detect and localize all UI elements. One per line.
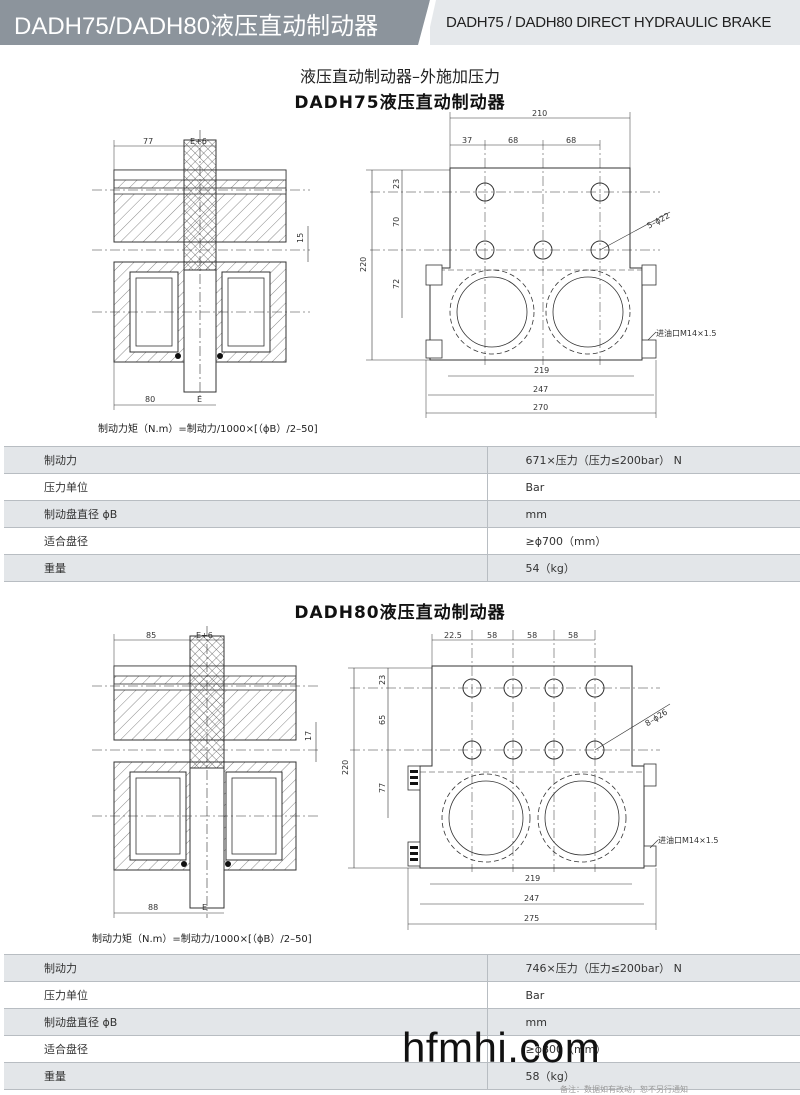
section2-title: DADH80液压直动制动器	[294, 603, 506, 623]
dim-base-c: 270	[533, 403, 548, 412]
section2-torque-formula: 制动力矩（N.m）=制动力/1000×[（ϕB）/2–50]	[92, 934, 312, 945]
dim-gap-bottom: E	[197, 395, 202, 404]
table-row: 制动盘直径 ϕB mm	[4, 500, 800, 528]
page-header: DADH75/DADH80液压直动制动器 DADH75 / DADH80 DIR…	[0, 0, 800, 45]
table-row: 适合盘径 ≥ϕ700（mm）	[4, 527, 800, 555]
table-row: 重量 54（kg）	[4, 554, 800, 582]
dim-row-b: 65	[378, 715, 387, 725]
dim-col-b: 68	[508, 136, 518, 145]
dim-pad-width: 80	[145, 395, 155, 404]
inlet-callout: 进油口M14×1.5	[656, 328, 717, 338]
header-title-en: DADH75 / DADH80 DIRECT HYDRAULIC BRAKE	[446, 14, 772, 31]
dim-base-b: 247	[533, 385, 548, 394]
dim-col-d: 58	[568, 631, 578, 640]
dim-col-c: 68	[566, 136, 576, 145]
dim-gap-bottom: E	[202, 903, 207, 912]
dim-top-width: 77	[143, 137, 153, 146]
spec-label: 制动力	[4, 954, 488, 982]
section2-spec-table: 制动力 746×压力（压力≤200bar） N 压力单位 Bar 制动盘直径 ϕ…	[4, 954, 800, 1090]
dim-gap-top: E+6	[190, 137, 207, 146]
header-title-band: DADH75/DADH80液压直动制动器	[0, 0, 430, 45]
dim-base-a: 219	[525, 874, 540, 883]
dim-row-a: 23	[378, 675, 387, 685]
dim-gap-top: E+6	[196, 631, 213, 640]
section1-subtitle: 液压直动制动器–外施加压力	[299, 67, 500, 86]
dim-col-a: 22.5	[444, 631, 462, 640]
spec-value: Bar	[487, 981, 800, 1009]
spec-value: Bar	[487, 473, 800, 501]
dim-col-a: 37	[462, 136, 472, 145]
dim-row-c: 77	[378, 783, 387, 793]
section1-torque-formula: 制动力矩（N.m）=制动力/1000×[（ϕB）/2–50]	[98, 424, 318, 435]
section1-spec-table: 制动力 671×压力（压力≤200bar） N 压力单位 Bar 制动盘直径 ϕ…	[4, 446, 800, 582]
header-subtitle-band: DADH75 / DADH80 DIRECT HYDRAULIC BRAKE	[430, 0, 800, 45]
dim-pad-width: 88	[148, 903, 158, 912]
spec-label: 压力单位	[4, 981, 488, 1009]
spec-value: ≥ϕ700（mm）	[487, 527, 800, 555]
dim-base-c: 275	[524, 914, 539, 923]
dim-height-total: 220	[341, 760, 350, 775]
footnote: 备注：数据如有改动，恕不另行通知	[560, 1085, 688, 1094]
dim-row-b: 70	[392, 217, 401, 227]
dim-height-total: 220	[359, 257, 368, 272]
spec-label: 适合盘径	[4, 527, 488, 555]
dim-top-width: 85	[146, 631, 156, 640]
dim-overall-width: 210	[532, 109, 547, 118]
spec-value: mm	[487, 500, 800, 528]
dim-row-c: 72	[392, 279, 401, 289]
spec-label: 适合盘径	[4, 1035, 488, 1063]
section1-title: DADH75液压直动制动器	[294, 93, 506, 113]
spec-value: 58（kg）	[487, 1062, 800, 1090]
table-row: 制动力 746×压力（压力≤200bar） N	[4, 954, 800, 982]
table-row: 压力单位 Bar	[4, 473, 800, 501]
dim-holes-callout: 8–ϕ26	[644, 708, 670, 729]
table-row: 制动盘直径 ϕB mm	[4, 1008, 800, 1036]
spec-value: 746×压力（压力≤200bar） N	[487, 954, 800, 982]
spec-value: ≥ϕ800（mm）	[487, 1035, 800, 1063]
spec-label: 制动盘直径 ϕB	[4, 500, 488, 528]
site-watermark: hfmhi.com	[402, 1024, 601, 1071]
dim-col-b: 58	[487, 631, 497, 640]
table-row: 压力单位 Bar	[4, 981, 800, 1009]
spec-label: 压力单位	[4, 473, 488, 501]
dim-base-b: 247	[524, 894, 539, 903]
inlet-callout: 进油口M14×1.5	[658, 835, 719, 845]
dim-offset: 15	[296, 233, 305, 243]
spec-value: mm	[487, 1008, 800, 1036]
table-row: 适合盘径 ≥ϕ800（mm）	[4, 1035, 800, 1063]
spec-label: 制动盘直径 ϕB	[4, 1008, 488, 1036]
dim-offset: 17	[304, 731, 313, 741]
spec-label: 重量	[4, 554, 488, 582]
header-title-cn: DADH75/DADH80液压直动制动器	[14, 13, 379, 40]
spec-label: 重量	[4, 1062, 488, 1090]
dim-row-a: 23	[392, 179, 401, 189]
dim-base-a: 219	[534, 366, 549, 375]
table-row: 重量 58（kg）	[4, 1062, 800, 1090]
dim-col-c: 58	[527, 631, 537, 640]
spec-value: 54（kg）	[487, 554, 800, 582]
